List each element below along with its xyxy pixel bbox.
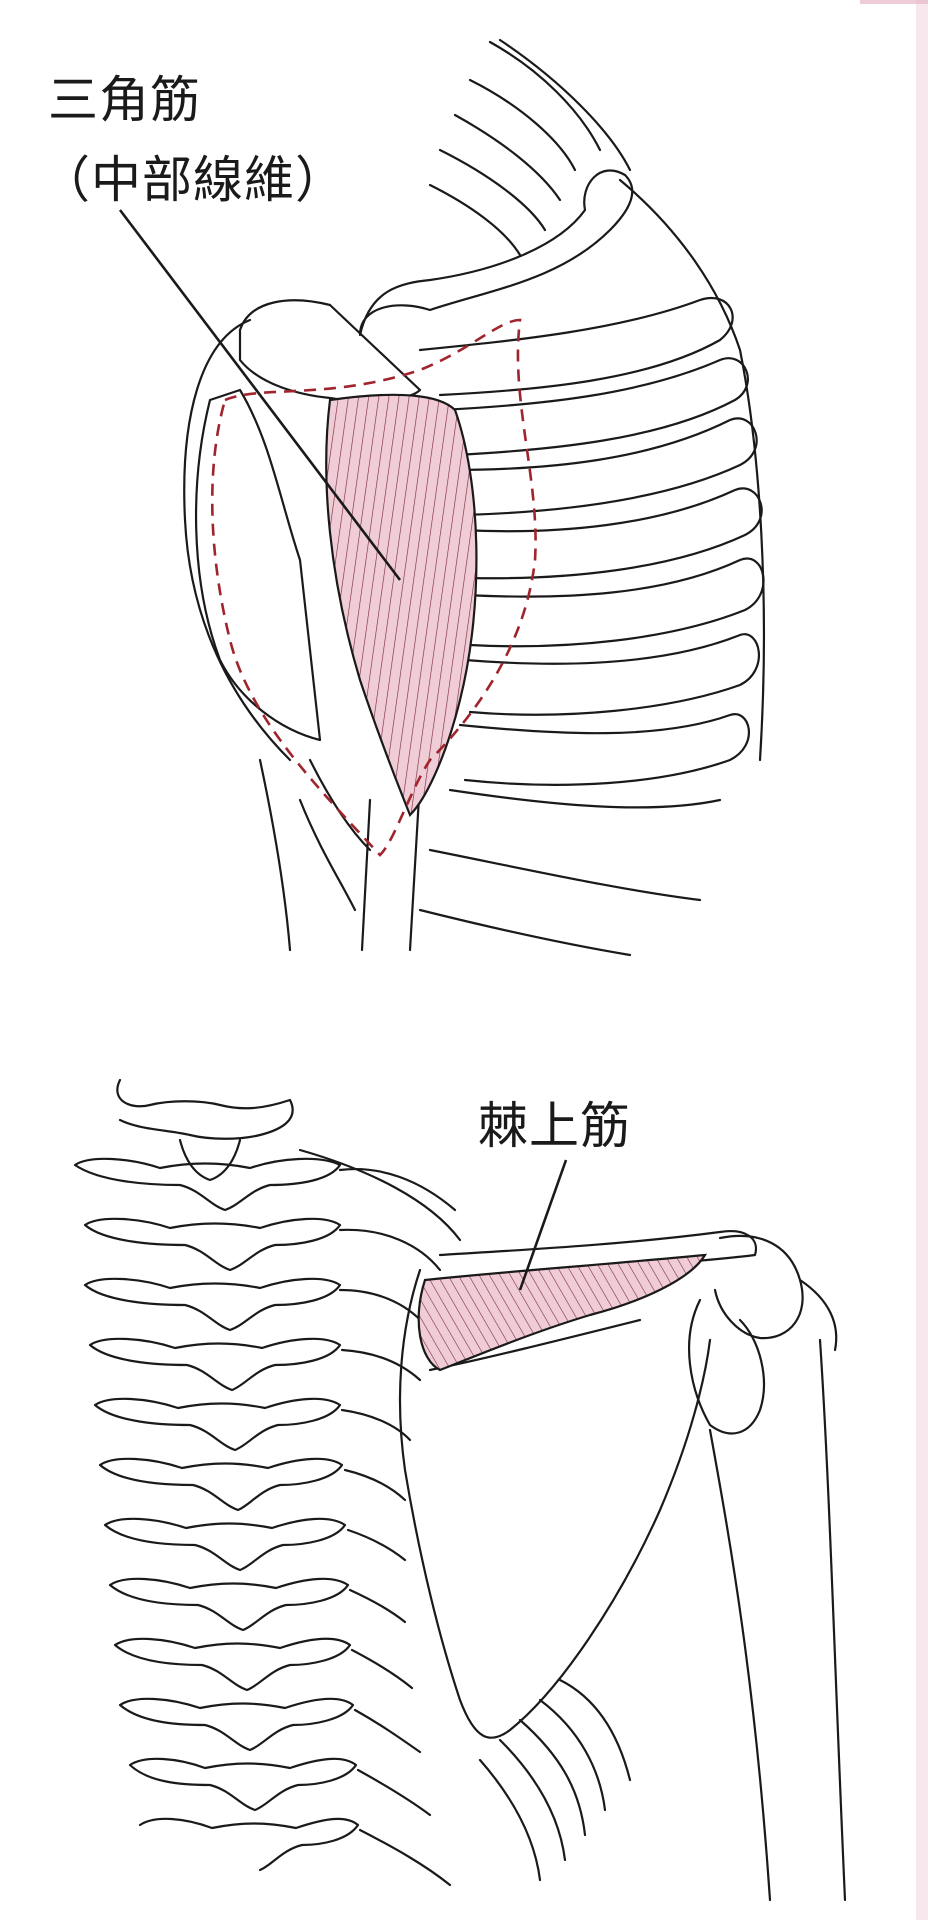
deltoid-label: 三角筋	[48, 71, 201, 129]
rib	[350, 1648, 414, 1690]
rib	[358, 1828, 452, 1887]
supraspinatus-muscle	[417, 1253, 708, 1372]
shoulder-outline	[258, 758, 292, 952]
scapula-body	[398, 1268, 712, 1739]
rib	[448, 417, 758, 517]
rib	[438, 357, 749, 457]
supraspinatus-anatomy-drawing	[73, 1078, 847, 1902]
sternum-edge	[618, 178, 766, 762]
deltoid-muscle	[325, 393, 478, 817]
supraspinatus-label: 棘上筋	[478, 1097, 631, 1155]
rib	[298, 798, 357, 912]
humerus-shaft	[818, 1338, 847, 1902]
supraspinatus-leader-line	[518, 1159, 568, 1291]
rib	[448, 788, 722, 809]
trapezius-edge	[498, 38, 632, 172]
rib	[356, 1768, 432, 1817]
trapezius-edge	[298, 1148, 462, 1242]
spine-column	[73, 1157, 360, 1872]
rib	[343, 1468, 407, 1502]
deltoid-figure	[118, 38, 766, 957]
shoulder-outline	[183, 318, 292, 762]
rib	[498, 1738, 567, 1862]
neck-line	[468, 78, 577, 172]
neck-line	[453, 113, 562, 202]
rib	[353, 1708, 422, 1754]
humerus-head	[688, 1298, 766, 1435]
deltoid-leader-line	[118, 209, 402, 581]
rib	[418, 297, 734, 397]
rib	[463, 557, 765, 648]
humerus-shaft	[708, 1428, 772, 1902]
rib	[518, 1718, 587, 1837]
humerus-shaft	[408, 778, 422, 952]
rib	[558, 1678, 632, 1782]
rib	[538, 1698, 607, 1812]
deltoid-sublabel: （中部線維）	[40, 151, 346, 209]
rib	[458, 487, 763, 580]
rib	[463, 633, 760, 716]
acromion	[238, 299, 422, 403]
deltoid-anatomy-drawing	[118, 38, 766, 957]
clavicle	[358, 169, 634, 337]
rib	[458, 713, 750, 786]
vertebra	[178, 1138, 242, 1182]
rib	[418, 908, 632, 957]
deltoid-dashed-outline	[210, 318, 537, 857]
supraspinatus-figure	[0, 1040, 928, 1920]
rib	[340, 1408, 412, 1442]
neck-line	[438, 148, 547, 232]
neck-line	[428, 183, 522, 257]
vertebra	[116, 1078, 294, 1140]
humerus-shaft	[798, 1278, 838, 1352]
rib	[478, 1758, 542, 1882]
rib	[346, 1528, 407, 1562]
rib	[428, 848, 702, 902]
neck-line	[488, 40, 602, 152]
rib	[308, 758, 372, 852]
humerus-head	[194, 388, 322, 742]
rib	[338, 1228, 442, 1272]
acromion	[713, 1234, 804, 1340]
rib	[340, 1348, 422, 1382]
humerus-shaft	[360, 798, 372, 952]
rib	[348, 1588, 407, 1624]
